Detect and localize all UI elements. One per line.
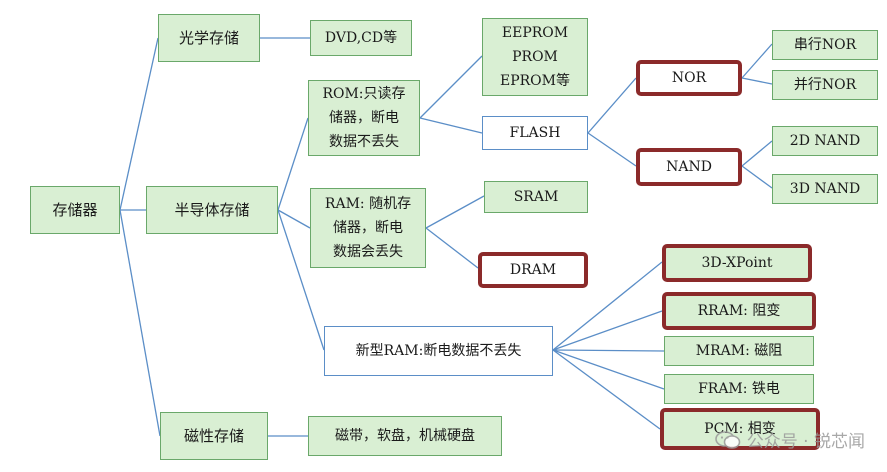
prom-label: PROM — [512, 49, 558, 65]
semiconductor-storage-node: 半导体存储 — [146, 186, 278, 234]
sram-node: SRAM — [484, 181, 588, 213]
edge-ram-dram — [425, 227, 479, 269]
edge-newram-fram — [552, 349, 665, 390]
edge-semi-newram — [277, 209, 325, 351]
fram-node: FRAM: 铁电 — [664, 374, 814, 404]
nor-node: NOR — [636, 60, 742, 96]
eprom-label: EPROM等 — [500, 73, 570, 89]
edge-rom-eprom — [419, 55, 483, 119]
magnetic-examples-node: 磁带，软盘，机械硬盘 — [308, 416, 502, 456]
nand-node: NAND — [636, 148, 742, 186]
eprom-group-node: EEPROM PROM EPROM等 — [482, 18, 588, 96]
ram-line-2: 储器，断电 — [333, 220, 403, 236]
edge-nor-serial — [741, 43, 773, 79]
nand-2d-node: 2D NAND — [772, 126, 878, 156]
flash-node: FLASH — [482, 116, 588, 150]
edge-rom-flash — [419, 117, 483, 134]
pcm-node: PCM: 相变 — [660, 408, 820, 450]
ram-node: RAM: 随机存 储器，断电 数据会丢失 — [310, 188, 426, 268]
edge-ram-sram — [425, 195, 485, 229]
root-node: 存储器 — [30, 186, 120, 234]
eeprom-label: EEPROM — [501, 25, 569, 41]
rom-line-1: ROM:只读存 — [322, 86, 406, 102]
ram-line-1: RAM: 随机存 — [324, 196, 412, 212]
edge-root-magnetic — [119, 209, 161, 437]
edge-newram-mram — [552, 349, 665, 352]
watermark: 公众号 · 锐芯闻 — [714, 427, 865, 452]
new-ram-node: 新型RAM:断电数据不丢失 — [324, 326, 553, 376]
edge-semi-rom — [277, 117, 309, 211]
parallel-nor-node: 并行NOR — [772, 70, 878, 100]
ram-line-3: 数据会丢失 — [333, 244, 403, 260]
edge-newram-rram — [552, 310, 663, 351]
rom-line-2: 储器，断电 — [329, 110, 399, 126]
rom-line-3: 数据不丢失 — [329, 134, 399, 150]
edge-nand-3d — [741, 165, 773, 189]
nand-3d-node: 3D NAND — [772, 174, 878, 204]
edge-newram-pcm — [552, 349, 661, 430]
xpoint-node: 3D-XPoint — [662, 244, 812, 282]
edge-newram-xpoint — [552, 261, 663, 351]
edge-flash-nor — [587, 77, 637, 134]
dram-node: DRAM — [478, 252, 588, 288]
serial-nor-node: 串行NOR — [772, 30, 878, 60]
optical-storage-node: 光学存储 — [158, 14, 260, 62]
magnetic-storage-node: 磁性存储 — [160, 412, 268, 460]
rom-node: ROM:只读存 储器，断电 数据不丢失 — [308, 80, 420, 156]
edge-root-optical — [119, 37, 159, 211]
edge-semi-ram — [277, 209, 311, 229]
wechat-icon — [714, 430, 741, 449]
edge-nand-2d — [741, 140, 773, 167]
optical-examples-node: DVD,CD等 — [310, 20, 412, 56]
edge-flash-nand — [587, 132, 637, 167]
rram-node: RRAM: 阻变 — [662, 292, 816, 330]
mram-node: MRAM: 磁阻 — [664, 336, 814, 366]
watermark-text: 公众号 · 锐芯闻 — [746, 432, 865, 452]
edge-nor-parallel — [741, 77, 773, 85]
